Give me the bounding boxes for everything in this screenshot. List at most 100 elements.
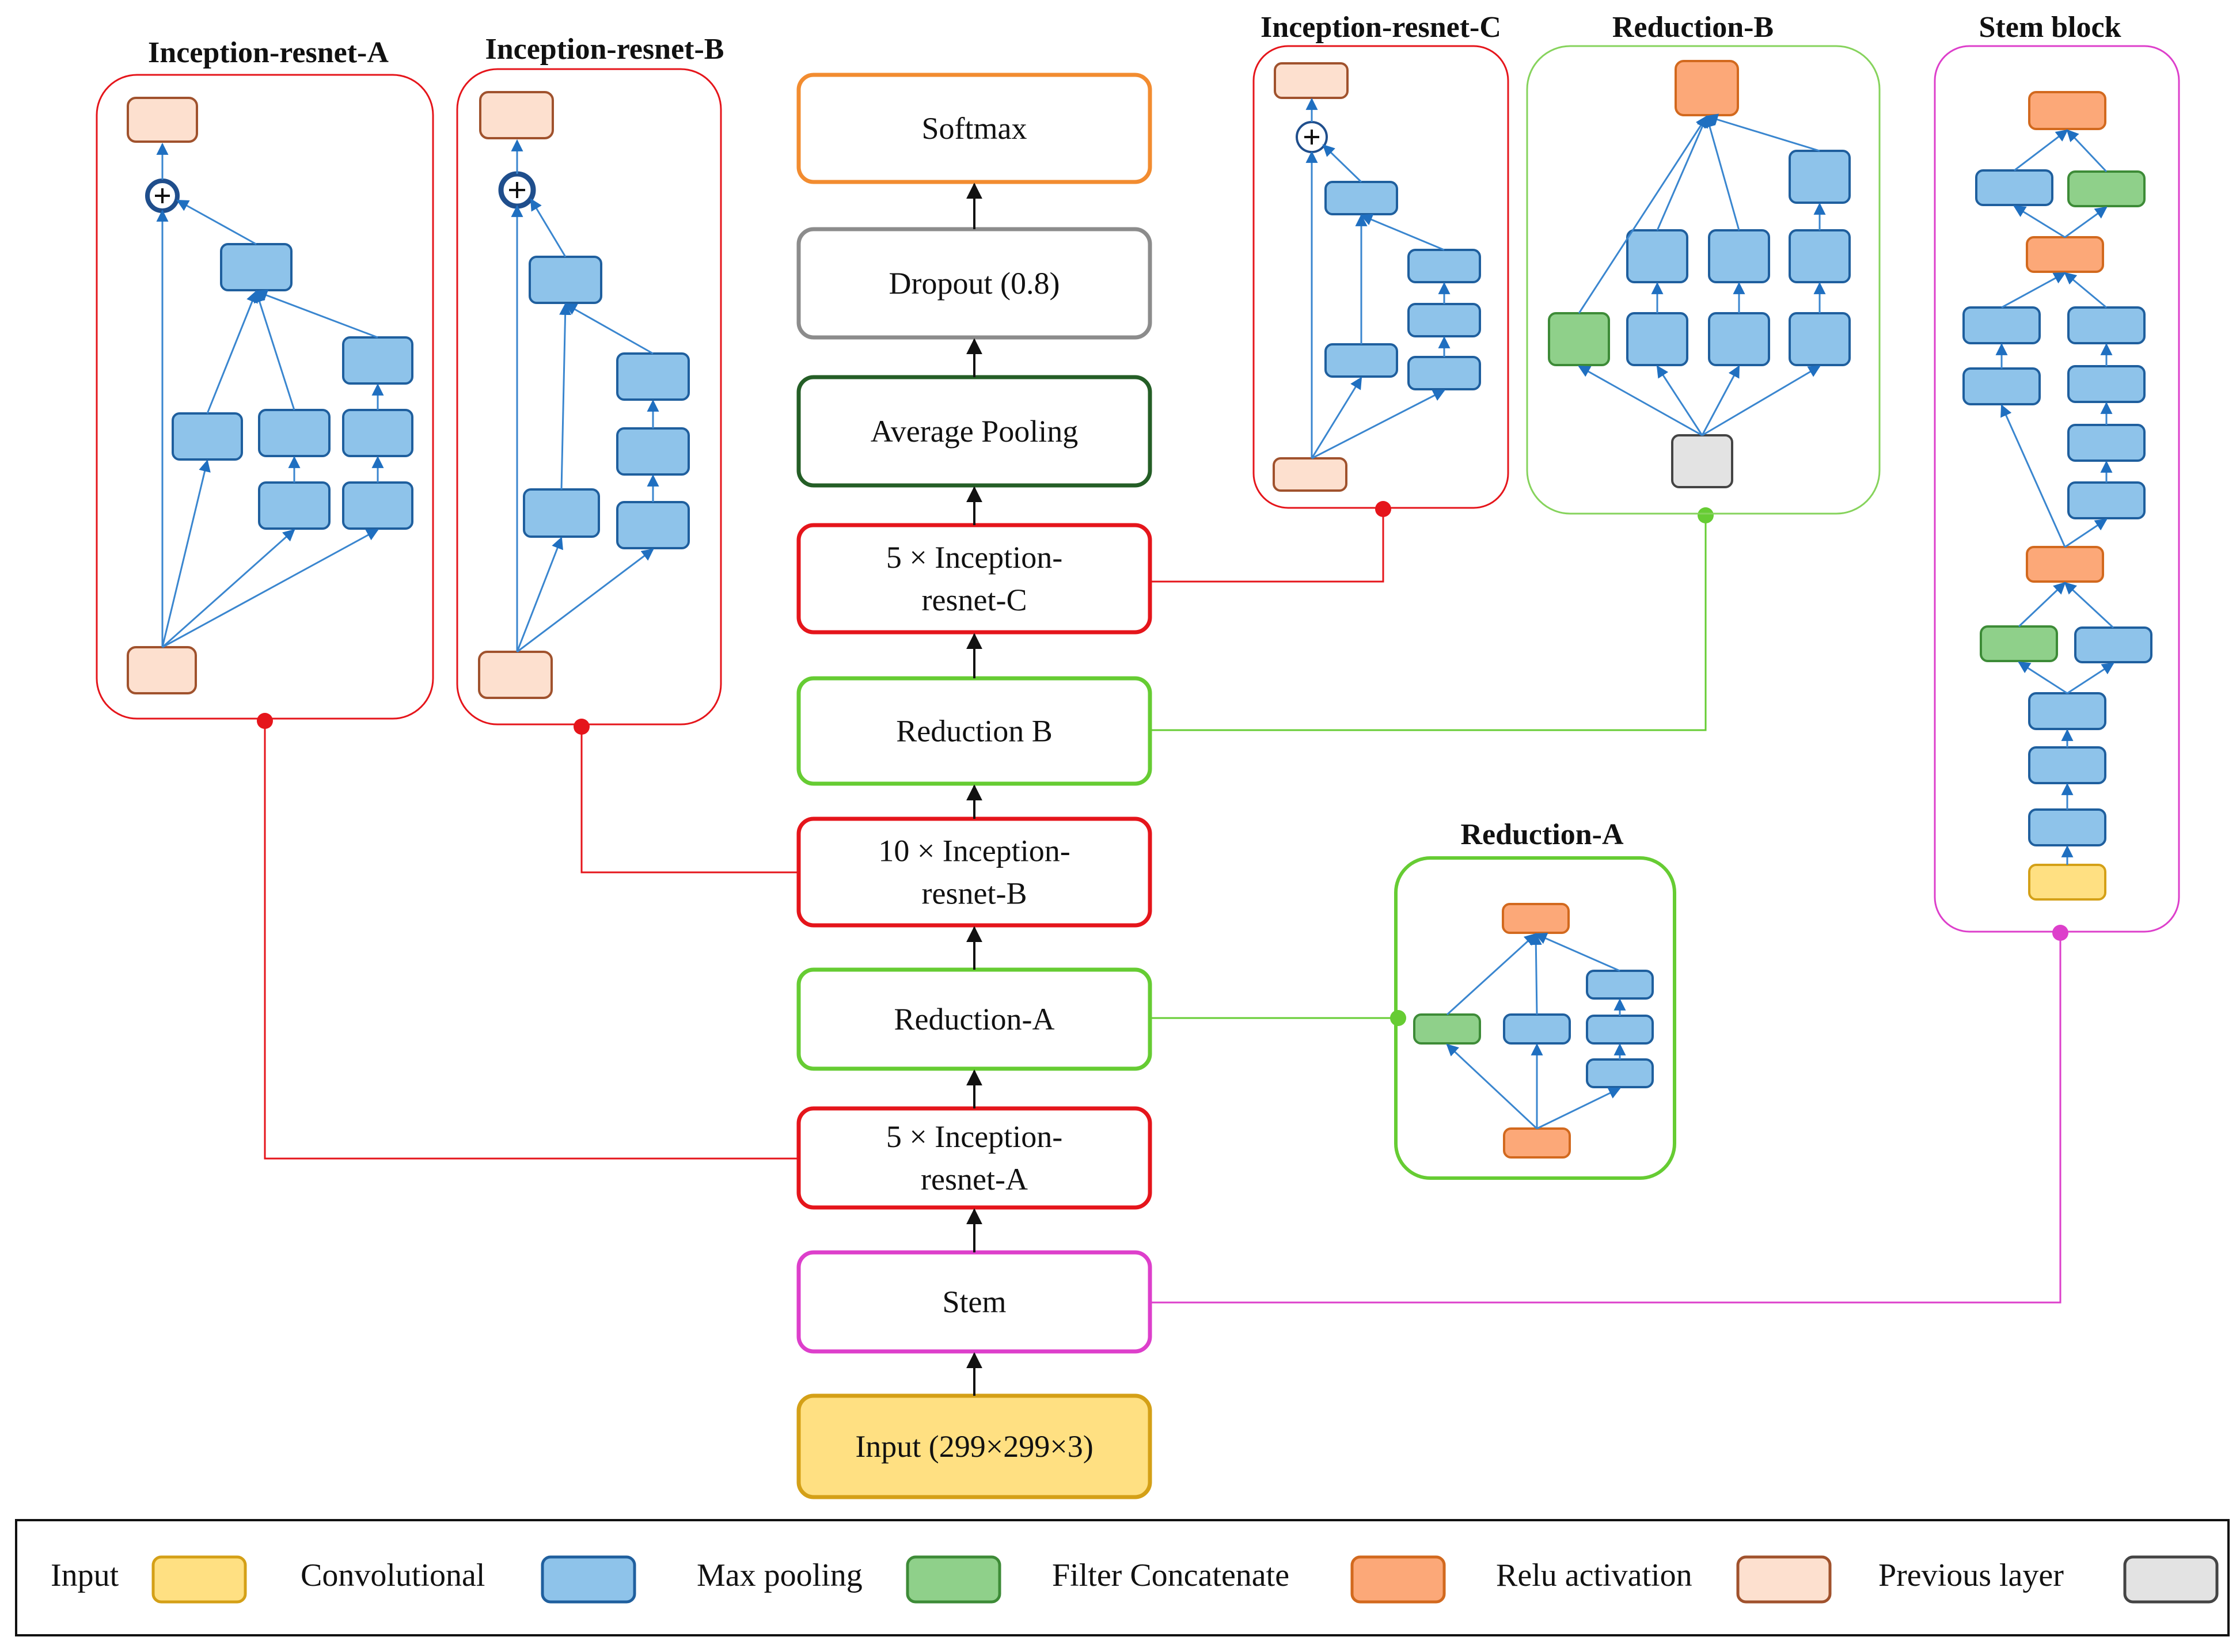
flow-arrow <box>559 302 572 490</box>
panel-inception-b-title: Inception-resnet-B <box>485 33 724 66</box>
main-block-softmax-box <box>796 73 1152 184</box>
main-block-inc-b-label: resnet-B <box>922 876 1027 911</box>
main-block-avgpool-label: Average Pooling <box>871 414 1078 449</box>
main-block-softmax-label: Softmax <box>922 111 1027 146</box>
flow-arrow <box>516 537 563 652</box>
panel-reduction-b-title: Reduction-B <box>1612 11 1774 44</box>
flow-arrow <box>517 548 654 653</box>
panel-internals <box>127 60 2152 1159</box>
filter-concat-layer <box>2028 91 2106 130</box>
conv-layer <box>342 336 413 385</box>
max-pool-layer <box>2067 170 2146 207</box>
max-pool-layer <box>1548 312 1610 366</box>
conv-layer <box>1626 312 1688 366</box>
max-pool-layer <box>1980 625 2058 662</box>
conv-layer <box>1586 1058 1654 1088</box>
main-block-red-a-label: Reduction-A <box>894 1002 1055 1036</box>
main-block-softmax: Softmax <box>796 73 1152 184</box>
flow-arrow <box>2064 206 2108 238</box>
conv-layer <box>529 256 602 304</box>
conv-layer <box>2067 365 2146 403</box>
previous-layer <box>1671 434 1733 488</box>
connector-stem <box>1151 933 2061 1304</box>
legend-label-prev: Previous layer <box>1878 1558 2064 1593</box>
detail-panels: Inception-resnet-A Inception-resnet-B In… <box>96 11 2180 1180</box>
panel-reduction-a-frame <box>1394 856 1676 1180</box>
main-block-red-a: Reduction-A <box>796 967 1152 1071</box>
conv-layer <box>2028 746 2106 784</box>
main-block-avgpool: Average Pooling <box>796 375 1152 488</box>
flow-arrow <box>1701 365 1740 436</box>
flow-arrow <box>253 290 295 411</box>
conv-layer <box>220 243 293 291</box>
panel-inception-a-frame <box>96 74 434 720</box>
conv-layer <box>258 409 331 457</box>
main-block-inc-c-label: resnet-C <box>922 583 1027 617</box>
flow-arrow <box>564 303 654 355</box>
flow-arrow <box>2064 582 2114 629</box>
main-block-stem: Stem <box>796 1250 1152 1354</box>
relu-layer <box>127 97 198 143</box>
main-block-red-b-label: Reduction B <box>896 714 1052 749</box>
panel-inception-b-frame <box>456 68 722 726</box>
flow-arrow <box>176 199 257 245</box>
conv-layer <box>2067 424 2146 462</box>
connector-dot-inception-b <box>574 719 590 735</box>
legend-frame <box>15 1519 2230 1636</box>
input-layer <box>2028 864 2106 901</box>
flow-arrow <box>1535 932 1620 972</box>
flow-arrow <box>1578 365 1703 436</box>
legend-label-relu: Relu activation <box>1496 1558 1692 1593</box>
filter-concat-layer <box>2026 546 2104 583</box>
flow-arrow <box>1536 1087 1621 1130</box>
flow-arrow <box>206 290 258 414</box>
conv-layer <box>1407 249 1481 283</box>
conv-layer <box>2067 481 2146 519</box>
legend-swatch-conv <box>541 1555 636 1604</box>
flow-arrow <box>2000 404 2066 548</box>
flow-arrow <box>2064 272 2107 309</box>
flow-arrow <box>2014 129 2068 172</box>
conv-layer <box>342 409 413 457</box>
conv-layer <box>1324 343 1398 378</box>
panel-stem-block-frame <box>1934 45 2180 933</box>
conv-layer <box>258 481 331 530</box>
flow-arrow <box>1529 932 1542 1015</box>
conv-layer <box>2074 626 2152 663</box>
flow-arrow <box>2067 662 2114 694</box>
flow-arrow <box>2064 518 2108 548</box>
legend-swatch-prev <box>2123 1555 2219 1604</box>
panel-reduction-b-frame <box>1526 45 1881 515</box>
legend-swatch-relu <box>1736 1555 1832 1604</box>
conv-layer <box>1626 229 1688 283</box>
conv-layer <box>1503 1013 1571 1045</box>
flow-arrow <box>1702 365 1821 436</box>
flow-arrow <box>530 198 567 257</box>
panel-stem-block-title: Stem block <box>1979 11 2121 44</box>
flow-arrow <box>2013 205 2066 238</box>
flow-arrow <box>255 289 378 339</box>
max-pool-layer <box>1413 1013 1481 1045</box>
connector-inception-c <box>1151 509 1384 583</box>
connector-dot-inception-a <box>257 713 273 729</box>
conv-layer <box>616 352 690 401</box>
legend-label-input: Input <box>51 1558 119 1593</box>
conv-layer <box>616 501 690 549</box>
flow-arrow <box>1311 377 1362 459</box>
legend-swatch-maxpool <box>906 1555 1001 1604</box>
flow-arrow <box>1322 144 1362 183</box>
relu-layer <box>479 91 554 139</box>
main-block-inc-c-label: 5 × Inception- <box>886 540 1062 575</box>
legend-swatch-input <box>151 1555 247 1604</box>
filter-concat-layer <box>2026 236 2104 273</box>
legend-label-maxpool: Max pooling <box>697 1558 863 1593</box>
conv-layer <box>1586 970 1654 1000</box>
main-block-inc-a-label: 5 × Inception- <box>886 1119 1062 1154</box>
connector-dot-inception-c <box>1375 501 1391 517</box>
filter-concat-layer <box>1503 1127 1571 1159</box>
flow-arrow <box>1704 115 1740 231</box>
conv-layer <box>523 488 600 538</box>
